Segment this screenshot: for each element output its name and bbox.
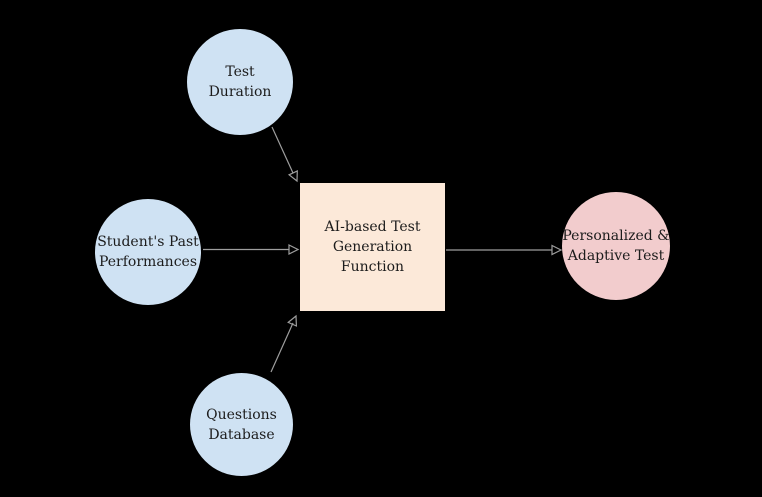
arrow-test-duration-to-generator <box>271 126 294 174</box>
node-test-duration-label: Test Duration <box>208 64 272 100</box>
arrowhead-generator-to-output <box>551 244 563 256</box>
node-personalized-adaptive-test: Personalized & Adaptive Test <box>562 192 670 300</box>
node-student-past-performances: Student's Past Performances <box>95 199 201 305</box>
node-test-duration: Test Duration <box>187 29 293 135</box>
arrowhead-test-duration-to-generator <box>287 170 298 183</box>
node-questions-database-label: Questions Database <box>206 406 277 443</box>
node-ai-test-generation-label: AI-based Test Generation Function <box>324 219 421 275</box>
arrowhead-questions-db-to-generator <box>287 314 298 327</box>
node-student-past-performances-label: Student's Past Performances <box>97 234 199 270</box>
arrow-questions-db-to-generator <box>270 322 294 373</box>
node-personalized-adaptive-test-label: Personalized & Adaptive Test <box>562 228 670 264</box>
arrowhead-student-past-to-generator <box>288 244 300 255</box>
node-questions-database: Questions Database <box>190 373 293 476</box>
node-ai-test-generation: AI-based Test Generation Function <box>300 183 445 311</box>
